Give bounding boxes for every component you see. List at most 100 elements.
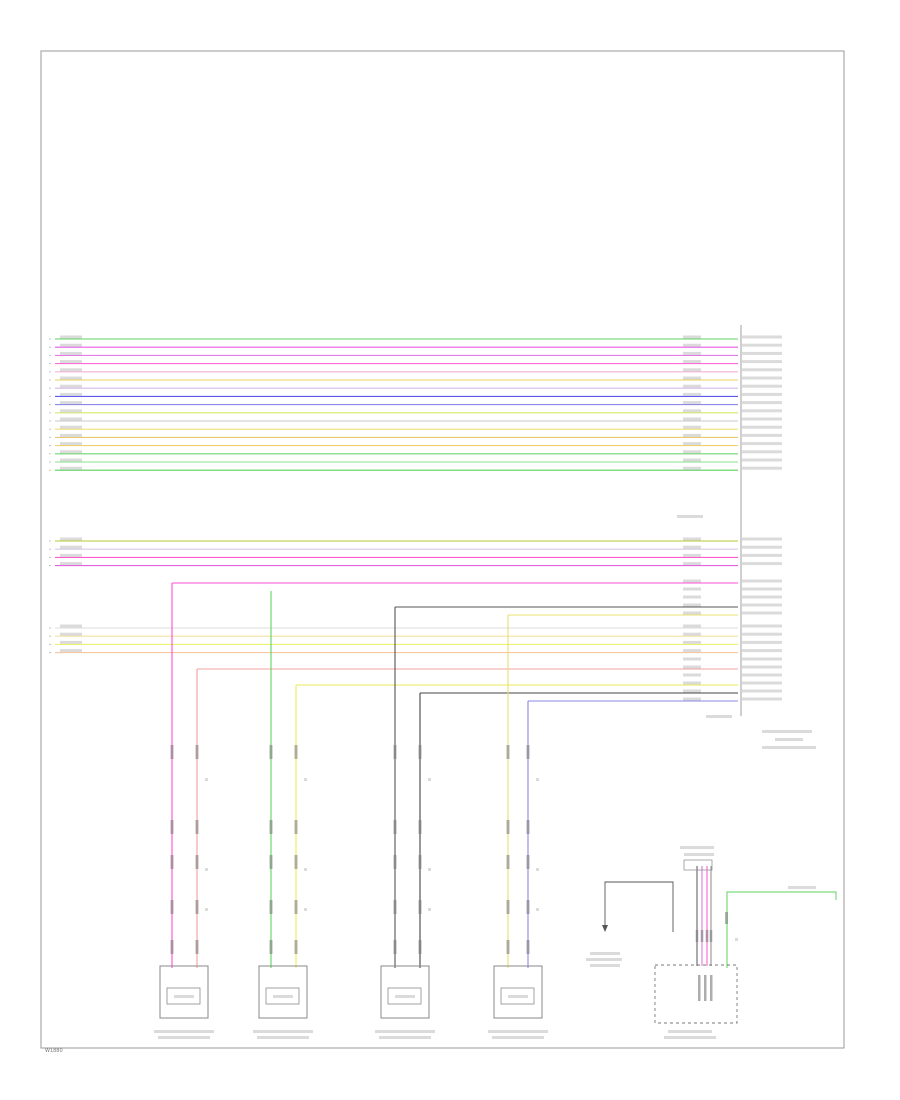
amp-note-line [586, 958, 622, 961]
wire-label-right [683, 587, 701, 591]
wire-label-left [60, 384, 82, 388]
speaker-label-line [375, 1030, 435, 1033]
wire-color-label [428, 778, 431, 781]
wire-connector [170, 855, 174, 869]
pin-marker [49, 420, 51, 422]
wire-label-left [60, 433, 82, 437]
wire-label-right [683, 697, 701, 701]
wire-color-label [428, 908, 431, 911]
wire-connector [700, 930, 704, 942]
wire-label-right [683, 442, 701, 446]
speaker-left-rear-door-woofer [258, 965, 308, 1019]
pin-label-right [742, 624, 782, 628]
wire-label-right [683, 624, 701, 628]
pin-marker [49, 346, 51, 348]
speaker-inner [387, 987, 422, 1005]
wire-label-right [683, 450, 701, 454]
pin-label-right [742, 409, 782, 413]
pin-marker [49, 354, 51, 356]
wire-label-left [60, 458, 82, 462]
amp-pin [704, 975, 707, 1001]
wire-connector [269, 855, 273, 869]
wire-label-left [60, 417, 82, 421]
amp-top-label [680, 846, 714, 849]
pin-label-right [742, 611, 782, 615]
amp-note-line [590, 952, 620, 955]
wire-color-label [735, 938, 738, 941]
speaker-inner-label [508, 995, 528, 998]
wire-connector [526, 820, 530, 834]
wire-label-left [60, 624, 82, 628]
wire-bus-group-2 [49, 537, 782, 567]
speaker-right-rear-door-tweeter [380, 965, 430, 1019]
wire-label-right [683, 649, 701, 653]
wire-connector [195, 900, 199, 914]
wire-connector [393, 940, 397, 954]
wire-bus-group-1 [49, 335, 782, 471]
wire-connector [506, 940, 510, 954]
wire-connector [294, 820, 298, 834]
pin-marker [49, 556, 51, 559]
module-label-line [775, 738, 803, 741]
wire-connector [393, 855, 397, 869]
wire-label-left [60, 537, 82, 541]
amp-top-label [684, 853, 714, 856]
wire-label-left [60, 553, 82, 557]
pin-label-right [742, 697, 782, 701]
wire-connector [506, 745, 510, 759]
speaker-label-line [257, 1036, 309, 1039]
pin-label-right [742, 649, 782, 653]
pin-label-right [742, 537, 782, 541]
pin-label-right [742, 368, 782, 372]
pin-marker [49, 565, 51, 567]
pin-label-right [742, 603, 782, 607]
wire-connector [393, 900, 397, 914]
wire-connector [526, 900, 530, 914]
wire-label-right [683, 562, 701, 566]
wire-label-left [60, 640, 82, 644]
wire-label-right [683, 433, 701, 437]
speaker-label-line [379, 1036, 431, 1039]
wire-label-right [683, 579, 701, 583]
pin-label-right [742, 343, 782, 347]
wire-color-label [205, 778, 208, 781]
pin-label-right [742, 595, 782, 599]
pin-marker [49, 436, 51, 438]
wire-connector [393, 820, 397, 834]
wire-label-right [683, 376, 701, 380]
wire-label-left [60, 335, 82, 339]
pin-label-right [742, 360, 782, 364]
wire-connector [294, 855, 298, 869]
pin-label-right [742, 657, 782, 661]
wire-label-left [60, 401, 82, 405]
wire-connector [709, 930, 713, 942]
pin-label-right [742, 458, 782, 462]
wire-color-label [536, 868, 539, 871]
amp-green-wire [726, 891, 837, 968]
pin-label-right [742, 553, 782, 557]
pin-marker [49, 548, 51, 550]
wire-color-label [304, 778, 307, 781]
wire-label-right [683, 657, 701, 661]
wire-connector [170, 940, 174, 954]
wire-label-left [60, 562, 82, 566]
wire-color-label [205, 908, 208, 911]
wire-label-right [683, 384, 701, 388]
speaker-wire-drops [170, 579, 782, 968]
speaker-inner [166, 987, 201, 1005]
wire-connector [418, 745, 422, 759]
wire-connector [170, 900, 174, 914]
wire-connector [170, 745, 174, 759]
amplifier-label-line [668, 1030, 712, 1033]
wire-color-label [536, 778, 539, 781]
pin-label-right [742, 640, 782, 644]
speaker-inner-label [174, 995, 194, 998]
wire-label-left [60, 649, 82, 653]
speaker-inner [265, 987, 300, 1005]
pin-label-right [742, 384, 782, 388]
pin-marker [49, 395, 51, 397]
wire-label-left [60, 409, 82, 413]
wire-connector [269, 820, 273, 834]
pin-marker [49, 387, 51, 389]
pin-marker [49, 461, 51, 463]
